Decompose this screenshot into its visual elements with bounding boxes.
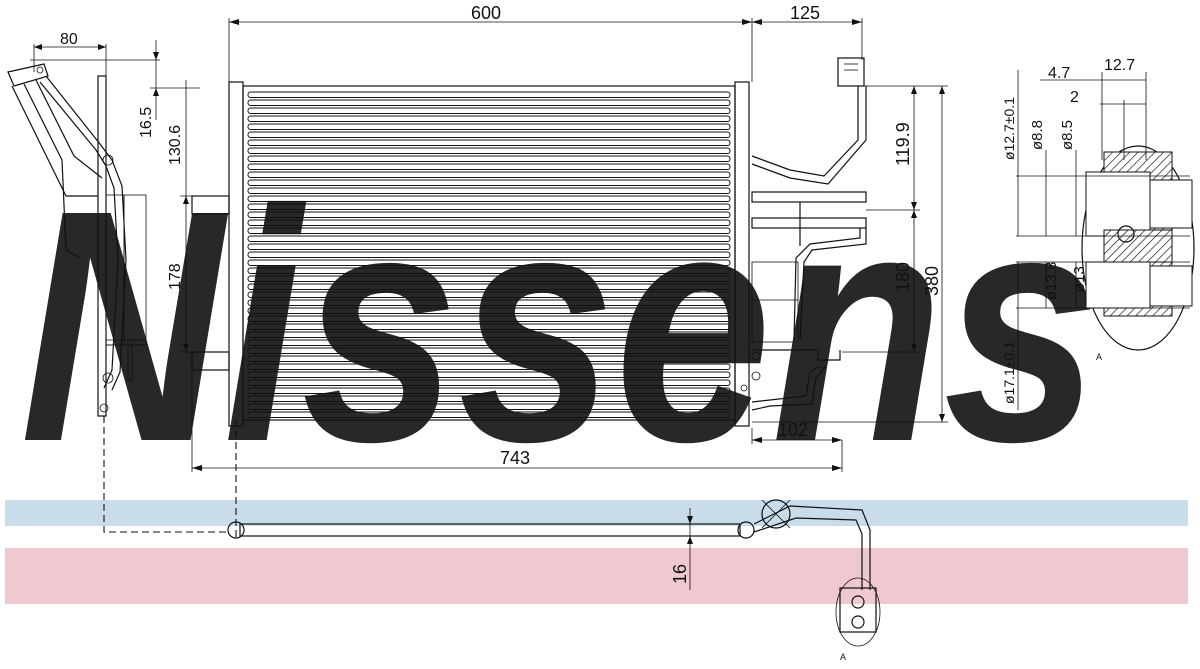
- dim-side-top: 16.5: [138, 107, 155, 138]
- condenser-tube: [247, 251, 731, 258]
- detail-w1: 4.7: [1048, 65, 1070, 82]
- right-pipe-fittings: 119.9 180 380: [740, 57, 948, 423]
- condenser-tube: [247, 203, 731, 210]
- condenser-tube: [247, 411, 731, 418]
- condenser-tube: [247, 235, 731, 242]
- condenser-tube: [247, 195, 731, 202]
- detail-w3: 2: [1070, 89, 1079, 106]
- condenser-tube: [247, 219, 731, 226]
- condenser-tube: [247, 179, 731, 186]
- condenser-tube: [247, 227, 731, 234]
- dim-right-mid: 180: [893, 262, 913, 292]
- condenser-tube: [247, 283, 731, 290]
- condenser-tube: [247, 331, 731, 338]
- detail-d-top-b: ø8.5: [1059, 120, 1076, 150]
- condenser-tube: [247, 243, 731, 250]
- bottom-plan-view: 16 A: [103, 416, 881, 662]
- condenser-tube: [247, 387, 731, 394]
- dim-bottom-right: 102: [778, 420, 808, 440]
- view-label-a: A: [840, 652, 846, 662]
- condenser-tube: [247, 299, 731, 306]
- watermark-logo-text: Nissens: [20, 141, 1100, 510]
- detail-section-label: A: [1096, 352, 1102, 362]
- dim-pipe-diameter: 16: [670, 564, 690, 584]
- condenser-tube: [247, 91, 731, 98]
- dim-side-offset: 80: [60, 31, 78, 48]
- condenser-tube: [247, 307, 731, 314]
- condenser-tube: [247, 107, 731, 114]
- dim-side-upper: 130.6: [167, 125, 184, 165]
- watermark-band-blue: [5, 500, 1188, 526]
- condenser-tube: [247, 363, 731, 370]
- detail-w2: 12.7: [1104, 57, 1135, 74]
- condenser-fins: [247, 91, 731, 418]
- condenser-tube: [247, 339, 731, 346]
- condenser-tube: [247, 275, 731, 282]
- condenser-tube: [247, 355, 731, 362]
- condenser-tube: [247, 291, 731, 298]
- dim-top-right-offset: 125: [790, 3, 820, 23]
- condenser-tube: [247, 163, 731, 170]
- condenser-tube: [247, 379, 731, 386]
- dim-total-height: 380: [922, 266, 942, 296]
- detail-d-bot-b: ø13: [1071, 266, 1088, 292]
- detail-d-bot-a: ø13.8: [1043, 262, 1060, 300]
- condenser-tube: [247, 347, 731, 354]
- condenser-tube: [247, 171, 731, 178]
- condenser-tube: [247, 259, 731, 266]
- condenser-tube: [247, 315, 731, 322]
- side-view: 80 16.5 130.6 178: [7, 31, 200, 417]
- dim-bottom-total: 743: [500, 448, 530, 468]
- detail-d-outer-top: ø12.7±0.1: [1001, 97, 1017, 160]
- condenser-tube: [247, 139, 731, 146]
- dim-side-lower: 178: [167, 263, 184, 290]
- dim-top-width: 600: [471, 3, 501, 23]
- condenser-front-view: 600 125 743 102: [191, 3, 863, 472]
- detail-d-outer-bot: ø17.1±0.1: [1001, 341, 1017, 404]
- condenser-tube: [247, 155, 731, 162]
- watermark-band-pink: [5, 548, 1188, 604]
- condenser-tube: [247, 267, 731, 274]
- condenser-tube: [247, 187, 731, 194]
- condenser-tube: [247, 323, 731, 330]
- condenser-tube: [247, 395, 731, 402]
- condenser-tube: [247, 147, 731, 154]
- fitting-section-detail: 4.7 12.7 2 ø12.7±0.1 ø8.8 ø8.5 ø13.8 ø13…: [1001, 57, 1195, 410]
- dim-right-upper: 119.9: [893, 122, 913, 166]
- detail-d-top-a: ø8.8: [1029, 120, 1046, 150]
- condenser-tube: [247, 403, 731, 410]
- condenser-tube: [247, 211, 731, 218]
- condenser-tube: [247, 115, 731, 122]
- condenser-tube: [247, 99, 731, 106]
- condenser-tube: [247, 131, 731, 138]
- condenser-tube: [247, 371, 731, 378]
- condenser-tube: [247, 123, 731, 130]
